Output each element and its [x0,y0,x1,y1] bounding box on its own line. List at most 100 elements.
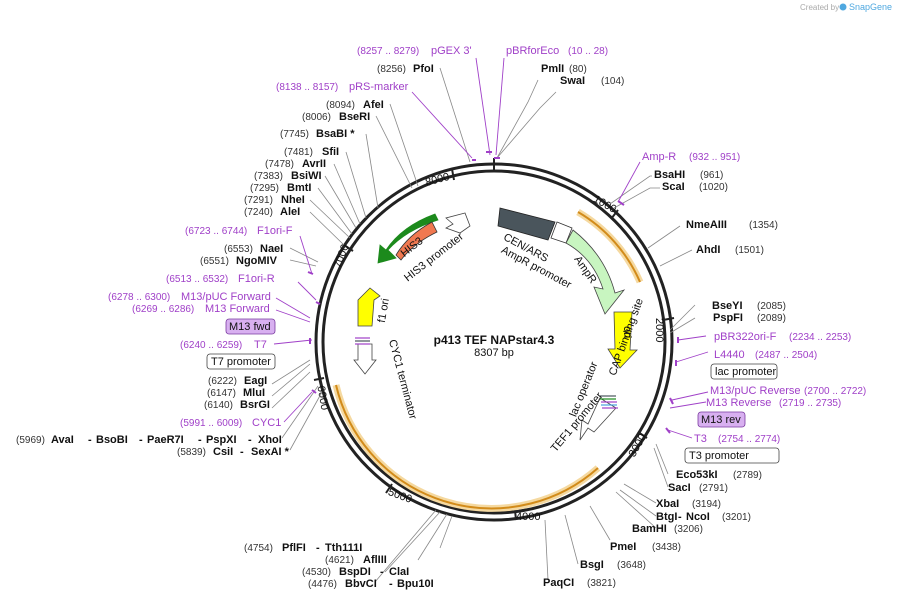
primer-pbr322ori-f-name[interactable]: pBR322ori-F [714,331,777,343]
eagi-name[interactable]: EagI [244,375,267,387]
t7-promoter-box[interactable] [206,353,276,370]
primer-pgex3-name[interactable]: pGEX 3' [431,45,472,57]
primer-pbrforeco-range: (10 .. 28) [568,46,608,57]
primer-l4440-name[interactable]: L4440 [714,349,745,361]
credit-prefix: Created by [800,3,839,12]
bspdi-name[interactable]: BspDI [339,566,371,578]
sexai-dash: - [240,446,244,458]
alei-name[interactable]: AleI [280,206,300,218]
primer-prs-marker-name[interactable]: pRS-marker [349,81,409,93]
cen-ars-feature[interactable] [497,207,556,241]
pmli-pos: (80) [569,64,587,75]
bseri-name[interactable]: BseRI [339,111,370,123]
nhei-name[interactable]: NheI [281,194,305,206]
clai-name[interactable]: ClaI [389,566,409,578]
primer-pbrforeco-name[interactable]: pBRforEco [506,45,559,57]
bamhi-name[interactable]: BamHI [632,523,667,535]
bsrgi-name[interactable]: BsrGI [240,399,270,411]
ori-feature[interactable] [607,311,638,369]
csii-name[interactable]: CsiI [213,446,233,458]
btgi-name[interactable]: BtgI [656,511,677,523]
tick-7000: 7000 [332,243,352,270]
primer-f1ori-f-range: (6723 .. 6744) [185,226,247,237]
bsabi-pos: (7745) [280,129,309,140]
m13-rev-box[interactable] [697,411,746,428]
m13-rev-label: M13 rev [701,414,741,426]
primer-cyc1-name[interactable]: CYC1 [252,417,281,429]
swai-name[interactable]: SwaI [560,75,585,87]
afei-pos: (8094) [326,100,355,111]
scai-name[interactable]: ScaI [662,181,685,193]
primer-f1ori-r-range: (6513 .. 6532) [166,274,228,285]
pflfi-pos: (4754) [244,543,273,554]
bsabi-name[interactable]: BsaBI * [316,128,355,140]
eco53ki-name[interactable]: Eco53kI [676,469,718,481]
tick-6000: 6000 [314,385,330,411]
afei-name[interactable]: AfeI [363,99,384,111]
bsgi-name[interactable]: BsgI [580,559,604,571]
bsiwi-pos: (7383) [254,171,283,182]
bmti-name[interactable]: BmtI [287,182,311,194]
bsiwi-name[interactable]: BsiWI [291,170,322,182]
ncoi-name[interactable]: NcoI [686,511,710,523]
primer-m13puc-forward-name[interactable]: M13/pUC Forward [181,291,271,303]
primer-f1ori-r-name[interactable]: F1ori-R [238,273,275,285]
ahdi-pos: (1501) [735,245,764,256]
lac-promoter-box[interactable] [710,363,778,380]
swai-pos: (104) [601,76,624,87]
xhoi-name[interactable]: XhoI [258,434,282,446]
paer7i-name[interactable]: PaeR7I [147,434,184,446]
t7-marks [355,337,370,345]
sfii-pos: (7481) [284,147,313,158]
bsobi-name[interactable]: BsoBI [96,434,128,446]
cyc1-terminator-feature[interactable] [353,343,377,375]
saci-name[interactable]: SacI [668,482,691,494]
ampr-feature[interactable] [565,229,626,315]
t3-promoter-box[interactable] [684,447,780,464]
bsobi-dash: - [88,434,92,446]
bseyi-name[interactable]: BseYI [712,300,743,312]
primer-t7-name[interactable]: T7 [254,339,267,351]
primer-t3-name[interactable]: T3 [694,433,707,445]
bsrgi-pos: (6140) [204,400,233,411]
pfoi-name[interactable]: PfoI [413,63,434,75]
avai-name[interactable]: AvaI [51,434,74,446]
xbai-name[interactable]: XbaI [656,498,679,510]
f1-ori-label: f1 ori [376,297,392,323]
ngomiv-name[interactable]: NgoMIV [236,255,278,267]
f1-ori-feature[interactable] [357,287,381,327]
primer-m13-reverse-name[interactable]: M13 Reverse [706,397,771,409]
primer-amp-r-name[interactable]: Amp-R [642,151,676,163]
nmeaiii-name[interactable]: NmeAIII [686,219,727,231]
bpu10i-name[interactable]: Bpu10I [397,578,434,590]
primer-m13puc-reverse-name[interactable]: M13/pUC Reverse [710,385,800,397]
pspxi-name[interactable]: PspXI [206,434,237,446]
primer-m13-forward-name[interactable]: M13 Forward [205,303,270,315]
m13-fwd-box[interactable] [225,318,276,335]
bsahi-name[interactable]: BsaHI [654,169,685,181]
mlui-name[interactable]: MluI [243,387,265,399]
tth111i-name[interactable]: Tth111I [325,542,362,554]
primer-cyc1-range: (5991 .. 6009) [180,418,242,429]
naei-name[interactable]: NaeI [260,243,283,255]
pspfi-name[interactable]: PspFI [713,312,743,324]
sexai-name[interactable]: SexAI * [251,446,290,458]
pfoi-pos: (8256) [377,64,406,75]
pflfi-name[interactable]: PflFI [282,542,306,554]
his3-promoter-feature[interactable] [445,212,471,234]
bseri-pos: (8006) [302,112,331,123]
sfii-name[interactable]: SfiI [322,146,339,158]
avrii-name[interactable]: AvrII [302,158,326,170]
bpu10i-dash: - [389,578,393,590]
paqci-name[interactable]: PaqCI [543,577,574,589]
primer-f1ori-f-name[interactable]: F1ori-F [257,225,293,237]
pmei-name[interactable]: PmeI [610,541,636,553]
bbvci-name[interactable]: BbvCI [345,578,377,590]
pmli-name[interactable]: PmlI [541,63,564,75]
his3-feature[interactable] [395,221,438,261]
orange-arc-bottom [335,384,599,510]
ahdi-name[interactable]: AhdI [696,244,720,256]
afliii-name[interactable]: AflIII [363,554,387,566]
xhoi-dash: - [248,434,252,446]
